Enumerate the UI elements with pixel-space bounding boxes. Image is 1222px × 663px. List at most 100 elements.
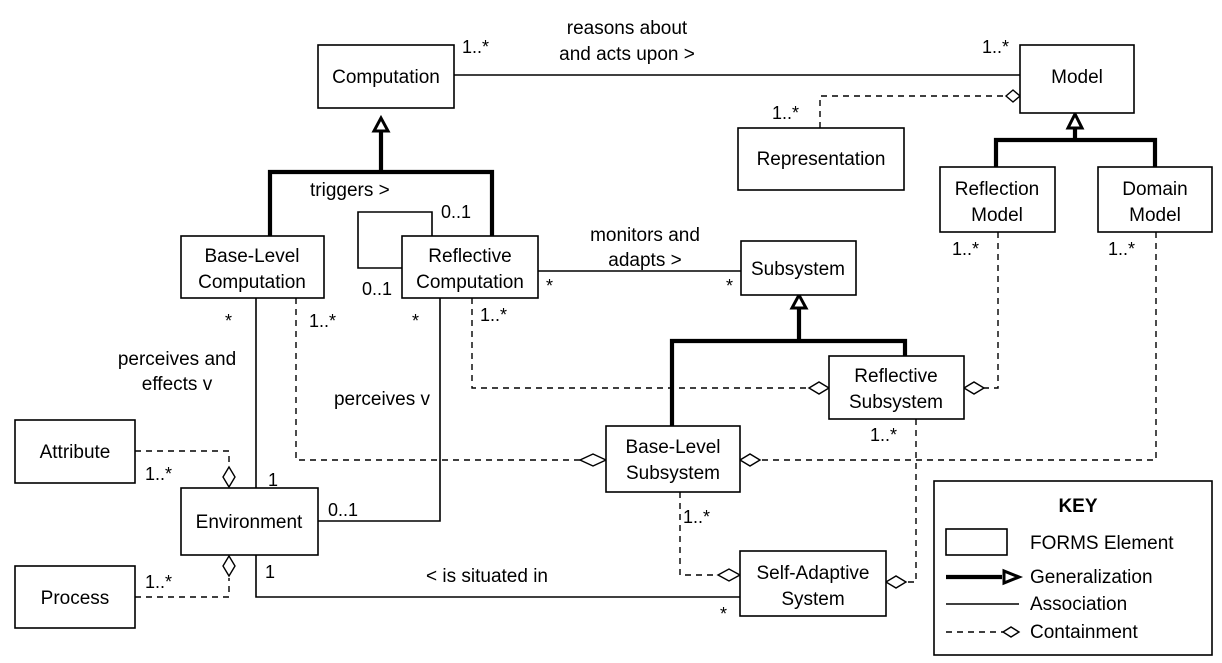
legend-association-label: Association xyxy=(1030,594,1127,615)
diamond-model xyxy=(1004,89,1022,103)
gen-model xyxy=(993,128,1158,167)
containment-edges xyxy=(135,95,1157,598)
cont-reflective-comp-refl-subsystem xyxy=(471,298,809,389)
gen-subsystem xyxy=(669,308,908,426)
class-representation: Representation xyxy=(737,127,905,191)
legend: KEY FORMS Element Generalization Associa… xyxy=(933,480,1213,656)
diamond-base-subsystem-left xyxy=(578,453,608,467)
diamond-base-subsystem-right xyxy=(738,453,762,467)
diamond-system-left xyxy=(716,568,742,582)
legend-generalization-arrowhead xyxy=(1002,568,1024,586)
class-label-line1: Self-Adaptive xyxy=(756,563,869,584)
mult-comp-model-left: 1..* xyxy=(462,37,489,57)
class-label-line2: System xyxy=(781,589,844,610)
mult-triggers-top: 0..1 xyxy=(441,202,471,222)
mult-reflective-comp-containment: 1..* xyxy=(480,305,507,325)
class-computation: Computation xyxy=(317,44,455,109)
class-reflective-subsystem: Reflective Subsystem xyxy=(828,355,965,420)
generalization-edges xyxy=(267,110,1158,426)
class-label-line2: Computation xyxy=(198,272,306,293)
mult-representation-model: 1..* xyxy=(772,103,799,123)
class-base-level-computation: Base-Level Computation xyxy=(180,235,325,299)
cont-reflection-model-refl-subsystem xyxy=(984,232,999,389)
diamond-refl-subsystem-left xyxy=(807,381,831,395)
class-label-line1: Reflection xyxy=(955,179,1040,200)
diamond-environment-top xyxy=(222,465,236,489)
legend-element-label: FORMS Element xyxy=(1030,533,1174,554)
label-perceives: perceives v xyxy=(334,389,431,410)
class-model: Model xyxy=(1019,44,1135,114)
cont-refl-subsystem-system xyxy=(906,419,917,583)
diamond-refl-subsystem-right xyxy=(962,381,986,395)
assoc-perceives xyxy=(318,298,441,522)
containment-diamonds xyxy=(222,89,1022,589)
cont-representation-model xyxy=(819,95,1006,128)
association-edges xyxy=(255,74,1020,598)
mult-reflection-model-sub: 1..* xyxy=(952,239,979,259)
mult-attribute-env: 1..* xyxy=(145,464,172,484)
gen-computation xyxy=(267,131,495,236)
cont-process-environment xyxy=(135,578,230,598)
class-label: Representation xyxy=(757,149,886,170)
legend-generalization-label: Generalization xyxy=(1030,567,1153,588)
mult-process-env: 1..* xyxy=(145,572,172,592)
multiplicities: 1..* 1..* 1..* 0..1 0..1 * * 1..* 1..* *… xyxy=(145,37,1135,624)
class-self-adaptive-system: Self-Adaptive System xyxy=(739,550,887,617)
class-label: Process xyxy=(41,588,110,609)
class-label: Computation xyxy=(332,67,440,88)
class-base-level-subsystem: Base-Level Subsystem xyxy=(605,425,741,493)
class-label-line2: Model xyxy=(971,205,1023,226)
class-label-line1: Base-Level xyxy=(625,437,720,458)
class-label-line2: Model xyxy=(1129,205,1181,226)
class-environment: Environment xyxy=(180,487,319,556)
class-label-line1: Domain xyxy=(1122,179,1187,200)
legend-containment-diamond xyxy=(1001,626,1021,638)
gen-computation-arrowhead xyxy=(371,114,391,133)
mult-env-reflective-comp: 0..1 xyxy=(328,500,358,520)
class-process: Process xyxy=(14,565,136,629)
mult-env-base-comp: 1 xyxy=(268,470,278,490)
mult-comp-model-right: 1..* xyxy=(982,37,1009,57)
legend-frame xyxy=(933,480,1213,656)
class-reflection-model: Reflection Model xyxy=(939,166,1056,233)
class-label-line2: Computation xyxy=(416,272,524,293)
mult-subsystem-reflective-comp: * xyxy=(726,276,733,296)
class-label-line1: Reflective xyxy=(428,246,511,267)
class-label-line1: Reflective xyxy=(854,366,937,387)
gen-model-arrowhead xyxy=(1065,110,1085,130)
cont-base-comp-base-subsystem xyxy=(295,298,580,461)
label-perceives-effects-line1: perceives and xyxy=(118,349,236,370)
label-monitors-adapts-line1: monitors and xyxy=(590,225,700,246)
cont-base-subsystem-system xyxy=(679,492,718,576)
label-monitors-adapts-line2: adapts > xyxy=(608,250,681,271)
gen-subsystem-arrowhead xyxy=(789,291,809,310)
association-labels: reasons about and acts upon > triggers >… xyxy=(118,18,700,587)
class-subsystem: Subsystem xyxy=(740,240,857,296)
mult-reflective-subsystem-system: 1..* xyxy=(870,425,897,445)
label-reasons-about-line1: reasons about xyxy=(567,18,688,39)
diamond-system-right xyxy=(884,575,908,589)
class-label-line2: Subsystem xyxy=(849,392,943,413)
label-triggers: triggers > xyxy=(310,180,390,201)
assoc-situated-in xyxy=(255,555,740,598)
class-reflective-computation: Reflective Computation xyxy=(401,235,539,299)
class-domain-model: Domain Model xyxy=(1097,166,1213,233)
assoc-triggers-self xyxy=(357,211,433,269)
label-perceives-effects-line2: effects v xyxy=(142,374,213,395)
mult-env-system: 1 xyxy=(265,562,275,582)
mult-base-subsystem-system: 1..* xyxy=(683,507,710,527)
class-label-line1: Base-Level xyxy=(204,246,299,267)
class-label: Subsystem xyxy=(751,259,845,280)
mult-system-env: * xyxy=(720,604,727,624)
mult-domain-model-sub: 1..* xyxy=(1108,239,1135,259)
cont-attribute-environment xyxy=(135,450,230,467)
class-label: Model xyxy=(1051,67,1103,88)
class-label-line2: Subsystem xyxy=(626,463,720,484)
mult-base-comp-containment: 1..* xyxy=(309,311,336,331)
legend-element-swatch xyxy=(945,528,1008,556)
mult-reflective-comp-subsystem: * xyxy=(546,276,553,296)
diamond-environment-bottom xyxy=(222,554,236,578)
mult-triggers-bottom: 0..1 xyxy=(362,279,392,299)
label-situated-in: < is situated in xyxy=(426,566,548,587)
